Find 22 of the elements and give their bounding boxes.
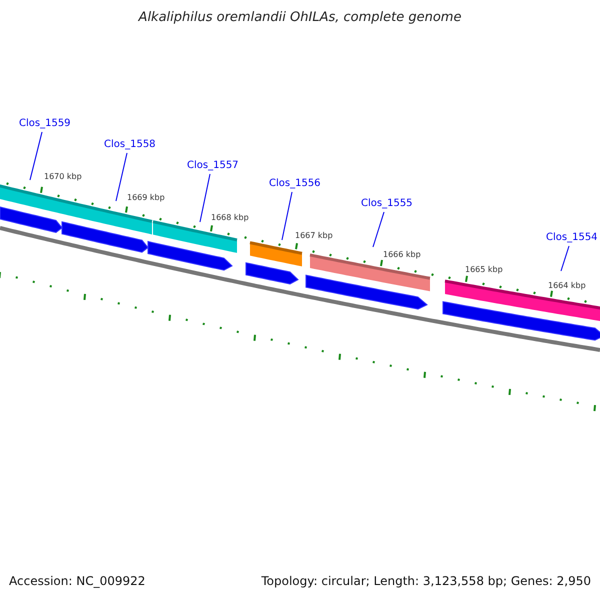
gene-label: Clos_1558 [104, 139, 156, 150]
scale-label: 1669 kbp [127, 193, 165, 202]
scale-label: 1664 kbp [548, 281, 586, 290]
footer-text: Accession: NC_009922 [9, 574, 146, 588]
gene-label: Clos_1559 [19, 118, 71, 129]
gene-label: Clos_1556 [269, 178, 321, 189]
leader-line [372, 212, 384, 248]
scale-label: 1668 kbp [211, 213, 249, 222]
scale-label: 1665 kbp [465, 265, 503, 274]
scale-label: 1670 kbp [44, 172, 82, 181]
gene-label: Clos_1554 [546, 232, 598, 243]
leader-line [282, 192, 292, 240]
title: Alkaliphilus oremlandii OhILAs, complete genome [137, 10, 462, 25]
leader-line [200, 174, 210, 222]
leader-line [116, 152, 128, 202]
footer-text: Topology: circular; Length: 3,123,558 bp; Genes: 2,950 [261, 574, 591, 588]
leader-line [30, 132, 42, 180]
gene-label: Clos_1557 [187, 160, 239, 171]
leader-line [560, 246, 570, 272]
gene-label: Clos_1555 [361, 198, 413, 209]
scale-label: 1666 kbp [383, 250, 421, 259]
scale-label: 1667 kbp [295, 231, 333, 240]
